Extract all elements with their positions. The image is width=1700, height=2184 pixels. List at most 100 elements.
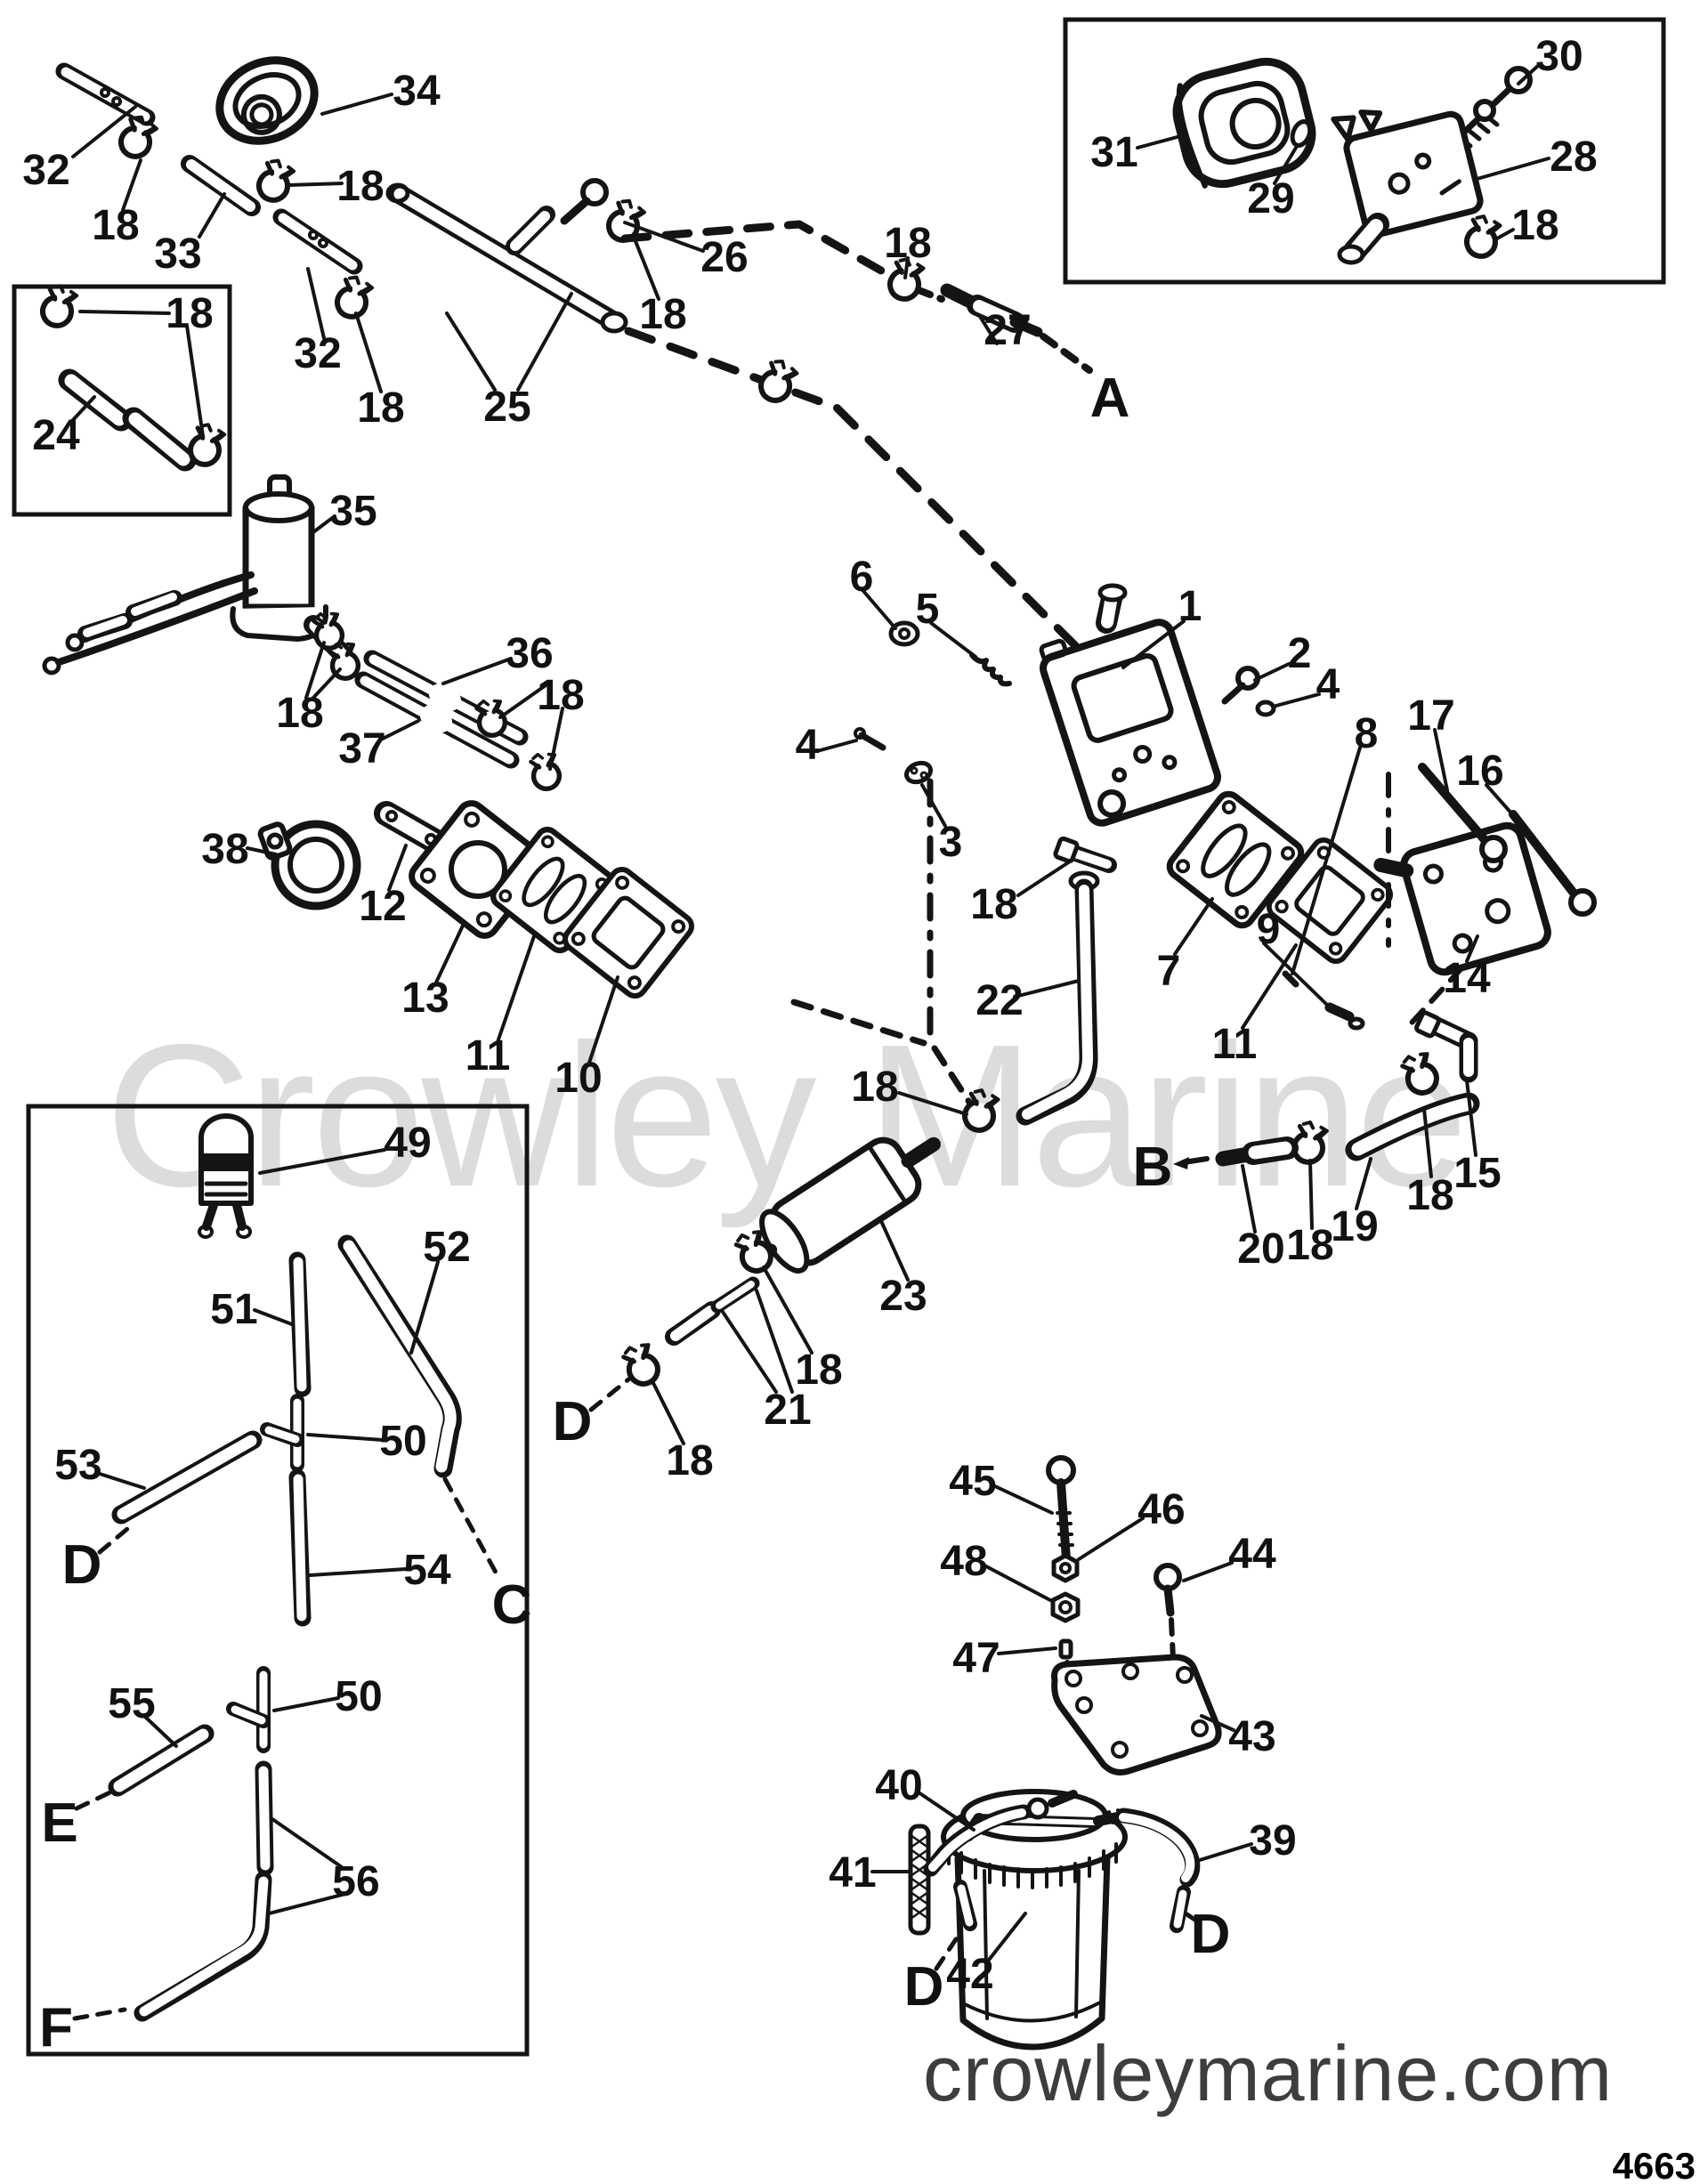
- part-label-21: 21: [764, 1387, 811, 1434]
- part-label-18: 18: [639, 291, 686, 338]
- part-label-28: 28: [1550, 133, 1597, 181]
- part-label-42: 42: [946, 1951, 993, 1998]
- part-label-37: 37: [338, 725, 385, 772]
- assembly-hoses-36-37: [354, 650, 564, 792]
- part-label-7: 7: [1157, 948, 1181, 995]
- part-label-18: 18: [884, 220, 931, 267]
- part-label-50: 50: [335, 1673, 382, 1720]
- assembly-manifold-pipe: [385, 178, 1210, 781]
- assembly-pump-back-plates: [1165, 763, 1597, 1083]
- part-label-5: 5: [916, 586, 940, 633]
- part-label-50: 50: [379, 1418, 426, 1465]
- part-label-11: 11: [465, 1032, 511, 1080]
- ref-label-F: F: [39, 1997, 73, 2059]
- part-label-18: 18: [336, 163, 384, 210]
- part-label-13: 13: [401, 975, 449, 1022]
- part-label-4: 4: [1316, 661, 1340, 708]
- part-label-18: 18: [851, 1064, 898, 1111]
- part-label-9: 9: [1257, 906, 1281, 953]
- part-label-18: 18: [92, 202, 139, 249]
- assembly-outlet-hose: [1173, 1048, 1480, 1169]
- inset-box-hose-kit: [12, 284, 232, 517]
- part-label-43: 43: [1228, 1713, 1275, 1760]
- part-label-15: 15: [1453, 1150, 1501, 1197]
- assembly-hose-kit: [40, 283, 226, 472]
- part-label-18: 18: [1406, 1172, 1453, 1219]
- part-label-52: 52: [423, 1224, 470, 1271]
- inset-box-pump-kit: [1063, 17, 1666, 285]
- ref-label-E: E: [41, 1792, 77, 1854]
- part-label-11: 11: [1212, 1021, 1258, 1068]
- part-label-35: 35: [329, 488, 376, 535]
- part-label-41: 41: [829, 1849, 876, 1897]
- part-label-39: 39: [1249, 1817, 1296, 1864]
- part-label-49: 49: [384, 1120, 431, 1167]
- assembly-filter-base: [908, 1455, 1222, 2051]
- part-label-53: 53: [54, 1442, 101, 1489]
- assembly-fuel-line-kit: [108, 1113, 462, 2022]
- part-label-1: 1: [1178, 583, 1202, 630]
- part-label-40: 40: [875, 1762, 922, 1809]
- part-label-54: 54: [403, 1547, 451, 1594]
- part-label-18: 18: [166, 290, 213, 337]
- part-label-56: 56: [332, 1858, 379, 1905]
- dashed-leaders: [72, 1377, 1199, 2021]
- part-label-32: 32: [22, 147, 69, 194]
- part-label-44: 44: [1228, 1531, 1276, 1578]
- part-label-2: 2: [1288, 630, 1312, 677]
- ref-label-C: C: [492, 1574, 532, 1636]
- part-label-18: 18: [1511, 202, 1558, 249]
- watermark-text: Crowley Marine: [105, 1003, 1465, 1229]
- part-label-18: 18: [537, 672, 584, 719]
- part-label-47: 47: [952, 1635, 1000, 1682]
- part-label-16: 16: [1456, 748, 1503, 795]
- part-label-3: 3: [939, 819, 963, 866]
- inset-boxes: [12, 17, 1666, 2057]
- part-label-33: 33: [154, 231, 201, 278]
- assembly-pump-inset: [1172, 57, 1533, 265]
- part-label-30: 30: [1535, 33, 1583, 80]
- ref-label-D: D: [553, 1391, 593, 1452]
- part-label-24: 24: [32, 412, 80, 459]
- part-label-14: 14: [1443, 955, 1491, 1002]
- part-label-22: 22: [975, 977, 1023, 1024]
- part-label-34: 34: [393, 68, 441, 115]
- part-label-27: 27: [984, 307, 1031, 354]
- part-label-26: 26: [700, 234, 748, 281]
- part-label-45: 45: [949, 1458, 996, 1505]
- part-label-18: 18: [357, 384, 404, 432]
- ref-label-A: A: [1090, 368, 1130, 429]
- ref-label-D: D: [1191, 1904, 1231, 1965]
- ref-label-B: B: [1133, 1136, 1173, 1198]
- part-label-20: 20: [1237, 1225, 1284, 1273]
- part-label-18: 18: [795, 1347, 842, 1394]
- part-label-18: 18: [1286, 1222, 1333, 1269]
- part-label-32: 32: [294, 330, 341, 377]
- plate-number: 4663: [1613, 2145, 1696, 2184]
- part-label-8: 8: [1355, 710, 1379, 757]
- site-watermark: crowleymarine.com: [923, 2029, 1613, 2117]
- part-label-18: 18: [276, 690, 323, 737]
- part-label-48: 48: [940, 1538, 987, 1585]
- part-label-36: 36: [506, 630, 553, 677]
- assembly-fuel-pump: [854, 583, 1276, 827]
- part-label-29: 29: [1247, 175, 1294, 222]
- part-label-12: 12: [359, 883, 406, 930]
- assembly-primer-pump: [42, 474, 363, 682]
- part-label-55: 55: [108, 1680, 155, 1727]
- part-label-18: 18: [970, 881, 1017, 928]
- inset-box-fuel-line-kit: [26, 1104, 530, 2057]
- part-label-18: 18: [666, 1437, 713, 1484]
- ref-label-D: D: [904, 1956, 944, 2018]
- diagram-artwork: [40, 56, 1597, 2051]
- part-label-23: 23: [879, 1273, 927, 1320]
- assembly-inline-filter: [619, 1136, 941, 1389]
- part-label-51: 51: [210, 1286, 257, 1333]
- part-label-46: 46: [1137, 1486, 1185, 1533]
- ref-label-D: D: [62, 1534, 102, 1596]
- part-label-25: 25: [483, 384, 530, 431]
- part-label-10: 10: [555, 1055, 602, 1102]
